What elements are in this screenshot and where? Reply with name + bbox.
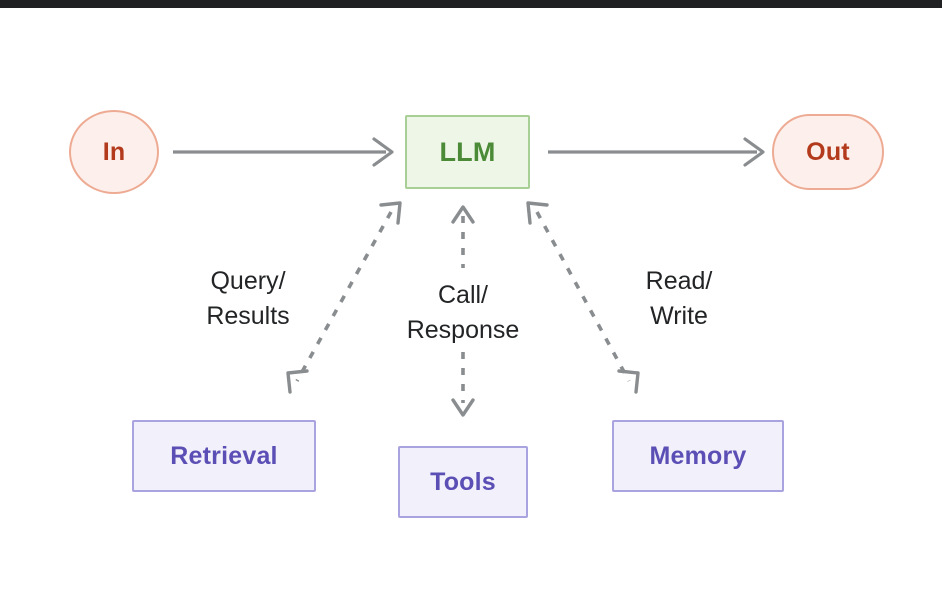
node-llm[interactable]: LLM bbox=[405, 115, 530, 189]
edge-llm-retrieval bbox=[286, 201, 402, 394]
node-tools[interactable]: Tools bbox=[398, 446, 528, 518]
edge-llm-memory bbox=[526, 201, 640, 394]
node-memory[interactable]: Memory bbox=[612, 420, 784, 492]
edge-label-memory: Read/ Write bbox=[645, 267, 713, 330]
node-input[interactable]: In bbox=[69, 110, 159, 194]
top-bar bbox=[0, 0, 942, 8]
node-retrieval[interactable]: Retrieval bbox=[132, 420, 316, 492]
edge-llm-tools bbox=[451, 205, 475, 417]
node-llm-label: LLM bbox=[439, 136, 496, 167]
edge-label-retrieval: Query/ Results bbox=[206, 267, 290, 330]
edge-llm-to-out bbox=[548, 137, 765, 167]
node-output-label: Out bbox=[806, 137, 850, 166]
node-tools-label: Tools bbox=[430, 467, 496, 496]
node-memory-label: Memory bbox=[649, 441, 747, 470]
node-input-label: In bbox=[102, 137, 126, 166]
edge-in-to-llm bbox=[173, 137, 394, 167]
node-retrieval-label: Retrieval bbox=[170, 441, 278, 470]
node-output[interactable]: Out bbox=[772, 114, 884, 190]
edge-label-tools: Call/ Response bbox=[406, 281, 520, 344]
